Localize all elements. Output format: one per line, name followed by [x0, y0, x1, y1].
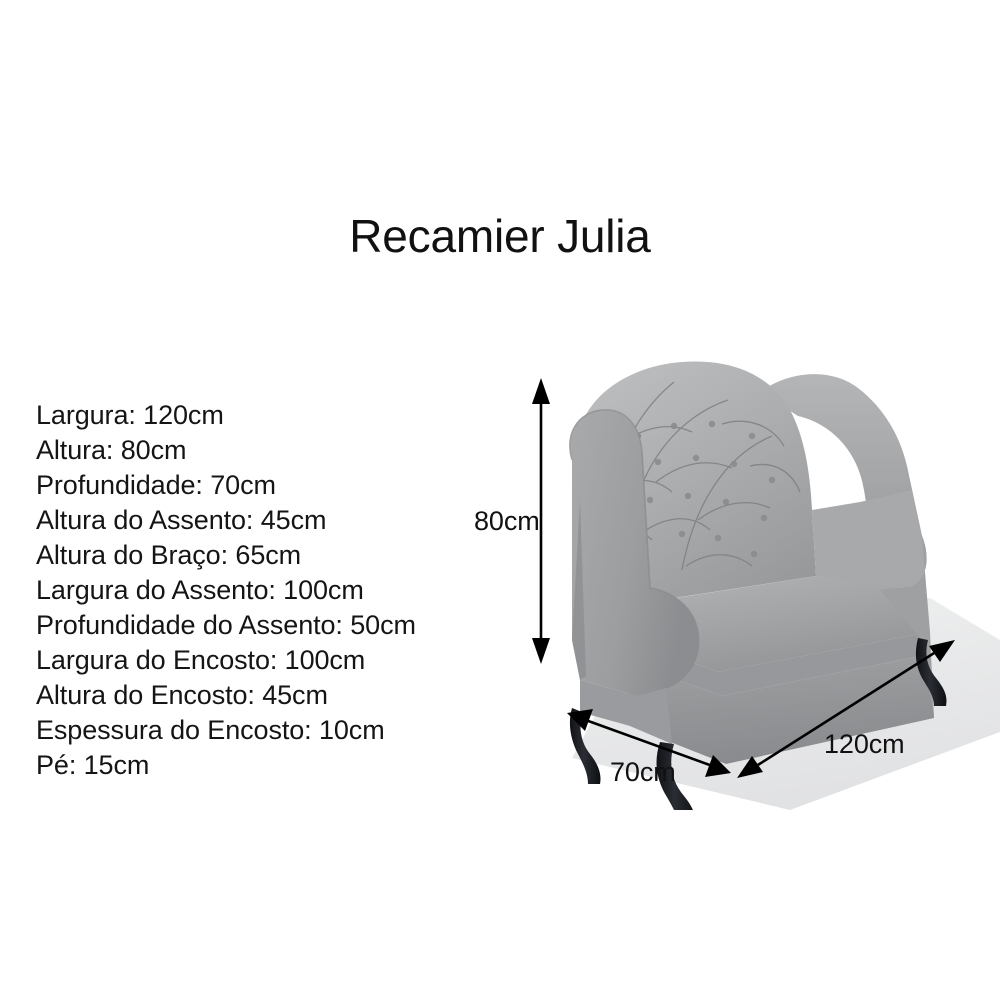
spec-item-altura-do-braco: Altura do Braço: 65cm	[36, 540, 302, 570]
spec-item-altura-do-encosto: Altura do Encosto: 45cm	[36, 680, 328, 710]
dimension-arrow-width	[737, 640, 955, 778]
dimension-label-width: 120cm	[824, 729, 905, 759]
spec-item-largura-do-assento: Largura do Assento: 100cm	[36, 575, 364, 605]
spec-item-largura-do-encosto: Largura do Encosto: 100cm	[36, 645, 366, 675]
product-illustration	[460, 340, 1000, 810]
spec-item-largura: Largura: 120cm	[36, 400, 224, 430]
dimension-arrow-height	[532, 378, 550, 664]
dimension-arrow-depth	[567, 709, 731, 777]
sofa-legs	[569, 638, 947, 810]
leg-front-right	[915, 638, 947, 706]
dimension-label-height: 80cm	[474, 506, 540, 536]
dimension-label-depth: 70cm	[610, 757, 676, 787]
spec-item-pe: Pé: 15cm	[36, 750, 150, 780]
dimension-annotations	[532, 378, 955, 778]
spec-item-profundidade-do-assento: Profundidade do Assento: 50cm	[36, 610, 416, 640]
page-title: Recamier Julia	[349, 210, 651, 262]
spec-item-espessura-do-encosto: Espessura do Encosto: 10cm	[36, 715, 385, 745]
recamier-sofa-illustration	[569, 361, 947, 810]
spec-item-altura: Altura: 80cm	[36, 435, 187, 465]
leg-rear-left	[569, 708, 601, 784]
leg-front-left	[656, 742, 693, 810]
specification-list: Largura: 120cm Altura: 80cm Profundidade…	[36, 398, 506, 783]
spec-item-altura-do-assento: Altura do Assento: 45cm	[36, 505, 327, 535]
spec-item-profundidade: Profundidade: 70cm	[36, 470, 276, 500]
